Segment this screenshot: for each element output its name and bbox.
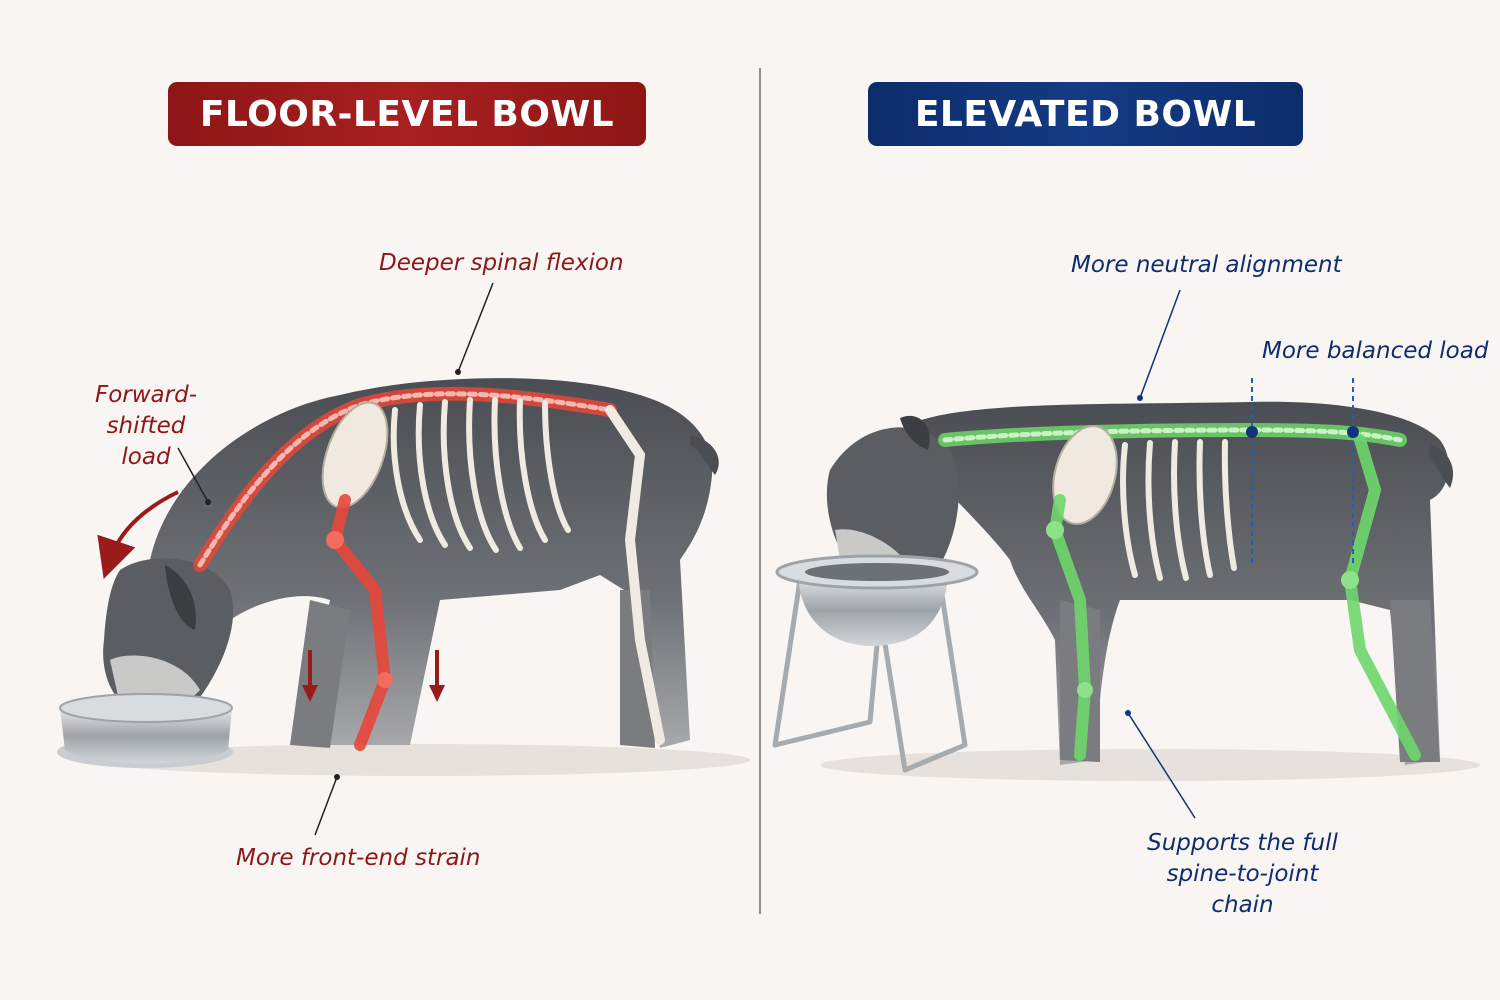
load-pointer-line	[177, 447, 209, 503]
support-chain-callout: Supports the full spine-to-joint chain	[1140, 828, 1345, 921]
elevated-front-leg-highlight	[1048, 494, 1092, 761]
forward-load-line1: Forward-shifted	[94, 382, 198, 440]
curved-arrow-icon	[97, 490, 179, 579]
balanced-load-callout: More balanced load	[1262, 338, 1489, 364]
forward-load-line2: load	[121, 444, 171, 471]
floor-dog-body	[150, 378, 713, 748]
down-arrow-icon	[302, 650, 318, 702]
elevated-bowl-stand	[772, 554, 979, 773]
support-pointer-line	[1127, 712, 1196, 819]
strain-pointer-line	[314, 776, 338, 836]
elevated-bowl-title: ELEVATED BOWL	[868, 82, 1303, 146]
elevated-dog-body	[900, 401, 1449, 765]
spinal-flexion-callout: Deeper spinal flexion	[379, 250, 624, 276]
floor-food-bowl	[57, 693, 233, 768]
floor-front-leg-highlight	[328, 494, 392, 751]
down-arrow-icon	[429, 650, 445, 702]
floor-dog-illustration	[57, 378, 750, 776]
front-end-strain-callout: More front-end strain	[236, 845, 481, 871]
forward-load-callout: Forward-shifted load	[68, 380, 224, 473]
alignment-pointer-line	[1139, 289, 1181, 399]
support-chain-line1: Supports the full	[1147, 830, 1338, 856]
support-chain-line2: spine-to-joint chain	[1166, 861, 1319, 919]
neutral-alignment-callout: More neutral alignment	[1071, 252, 1342, 278]
elevated-dog-illustration	[772, 378, 1480, 781]
spinal-pointer-line	[457, 282, 494, 373]
floor-bowl-title: FLOOR-LEVEL BOWL	[168, 82, 646, 146]
panel-divider	[759, 68, 761, 914]
